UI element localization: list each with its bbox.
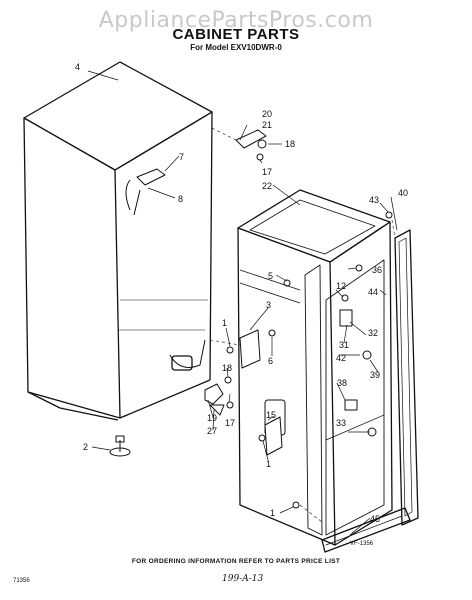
callout-8: 8 [178, 194, 183, 204]
callout-44: 44 [368, 287, 378, 297]
callout-39: 39 [370, 370, 380, 380]
callout-31: 31 [339, 340, 349, 350]
watermark: AppliancePartsPros.com [98, 8, 374, 33]
page-title: CABINET PARTS [172, 26, 300, 43]
callout-12: 12 [336, 281, 346, 291]
callout-7: 7 [179, 152, 184, 162]
callout-4: 4 [75, 62, 80, 72]
leader-lines [87, 70, 398, 536]
callout-6: 6 [268, 356, 273, 366]
callout-5: 5 [268, 271, 273, 281]
callout-numbers: 4 7 8 20 21 18 17 22 43 40 5 36 12 44 3 … [75, 62, 408, 524]
callout-40: 40 [398, 188, 408, 198]
callout-1c: 1 [270, 508, 275, 518]
callout-15: 15 [266, 410, 276, 420]
callout-18a: 18 [285, 139, 295, 149]
liner-body [237, 189, 393, 546]
callout-45: 45 [370, 514, 380, 524]
callout-22: 22 [262, 181, 272, 191]
callout-42: 42 [336, 353, 346, 363]
callout-43: 43 [369, 195, 379, 205]
callout-17b: 17 [225, 418, 235, 428]
callout-36: 36 [372, 265, 382, 275]
callout-19: 19 [207, 413, 217, 423]
callout-20: 20 [262, 109, 272, 119]
callout-27: 27 [207, 426, 217, 436]
callout-32: 32 [368, 328, 378, 338]
drawing-number: VF-1356 [350, 541, 374, 547]
page-code: 71356 [13, 578, 30, 584]
callout-17a: 17 [262, 167, 272, 177]
callout-18b: 18 [222, 363, 232, 373]
assembly-guides [209, 127, 396, 523]
leveling-leg [109, 435, 131, 457]
handwritten-note: 199-A-13 [222, 574, 264, 584]
callout-33: 33 [336, 418, 346, 428]
callout-1b: 1 [266, 459, 271, 469]
model-subtitle: For Model EXV10DWR-0 [190, 43, 282, 52]
callout-1a: 1 [222, 318, 227, 328]
hinge-parts [204, 129, 393, 509]
breaker-strip [321, 507, 411, 553]
callout-38: 38 [337, 378, 347, 388]
ordering-note: FOR ORDERING INFORMATION REFER TO PARTS … [131, 558, 341, 565]
door-gasket [394, 229, 419, 526]
callout-21: 21 [262, 120, 272, 130]
cabinet-shell [23, 61, 213, 421]
callout-2: 2 [83, 442, 88, 452]
callout-3: 3 [266, 300, 271, 310]
